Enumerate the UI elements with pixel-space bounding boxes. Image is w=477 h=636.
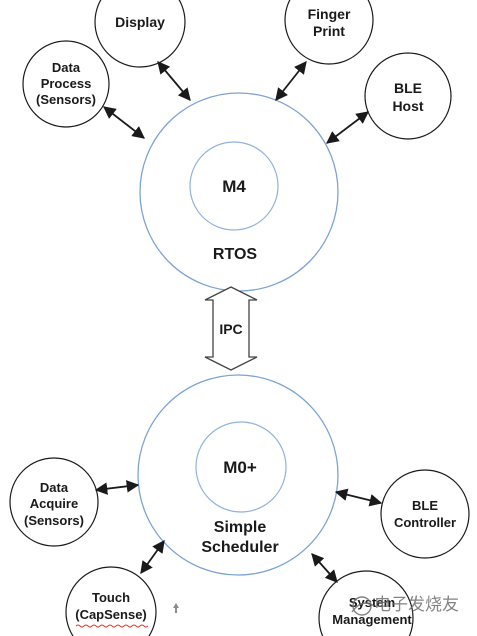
spellcheck-underline [75,624,149,628]
task-finger-print-circle [284,0,374,65]
arrow-data-acquire-scheduler [94,480,140,495]
ipc-arrow-icon [204,286,258,371]
arrow-touch-scheduler [140,539,165,575]
task-touch-circle [65,566,157,636]
task-ble-controller-line-1: BLE [412,498,438,513]
task-ble-controller-circle [380,469,470,559]
task-ble-host-line-2: Host [392,98,423,114]
m4-inner-circle [189,141,279,231]
task-finger-print: Finger Print [284,0,374,65]
task-display: Display [94,0,186,68]
ipc-label: IPC [219,321,242,337]
task-finger-print-line-2: Print [313,23,345,39]
task-display-circle [94,0,186,68]
arrow-ble-host-rtos [325,111,370,144]
arrow-display-rtos [157,61,191,101]
watermark: 电子发烧友 [351,595,459,616]
task-data-acquire-line-1: Data [40,480,69,495]
task-ble-host-circle [364,52,452,140]
task-data-process-line-3: (Sensors) [36,92,96,107]
m0-inner-circle [195,421,287,513]
task-data-acquire-circle [9,457,99,547]
arrow-ble-controller-scheduler [334,488,383,507]
scheduler-label-line-2: Scheduler [201,539,278,556]
watermark-logo-icon [351,596,375,616]
task-data-process-line-2: Process [41,76,92,91]
task-display-line-1: Display [115,14,165,30]
task-ble-host-line-1: BLE [394,80,422,96]
task-data-process-line-1: Data [52,60,81,75]
m4-label: M4 [222,177,246,196]
rtos-label: RTOS [213,246,257,263]
task-data-process: Data Process (Sensors) [22,40,110,128]
arrow-finger-print-rtos [275,61,307,101]
arrow-system-management-scheduler [311,553,338,583]
task-ble-host: BLE Host [364,52,452,140]
task-data-acquire-line-2: Acquire [30,496,78,511]
arrow-data-process-rtos [103,106,145,139]
task-ble-controller: BLE Controller [380,469,470,559]
m0-label: M0+ [223,458,257,477]
scheduler-label-line-1: Simple [214,519,267,536]
watermark-text: 电子发烧友 [374,595,459,615]
task-touch: Touch (CapSense) [65,566,157,636]
task-touch-line-2: (CapSense) [75,607,147,622]
small-up-arrow-icon [173,603,179,613]
task-ble-controller-line-2: Controller [394,515,456,530]
task-system-management-line-2: Management [332,612,412,627]
task-data-process-circle [22,40,110,128]
task-finger-print-line-1: Finger [308,6,351,22]
task-touch-line-1: Touch [92,590,130,605]
task-data-acquire: Data Acquire (Sensors) [9,457,99,547]
task-system-management-line-1: System [349,595,395,610]
task-data-acquire-line-3: (Sensors) [24,513,84,528]
